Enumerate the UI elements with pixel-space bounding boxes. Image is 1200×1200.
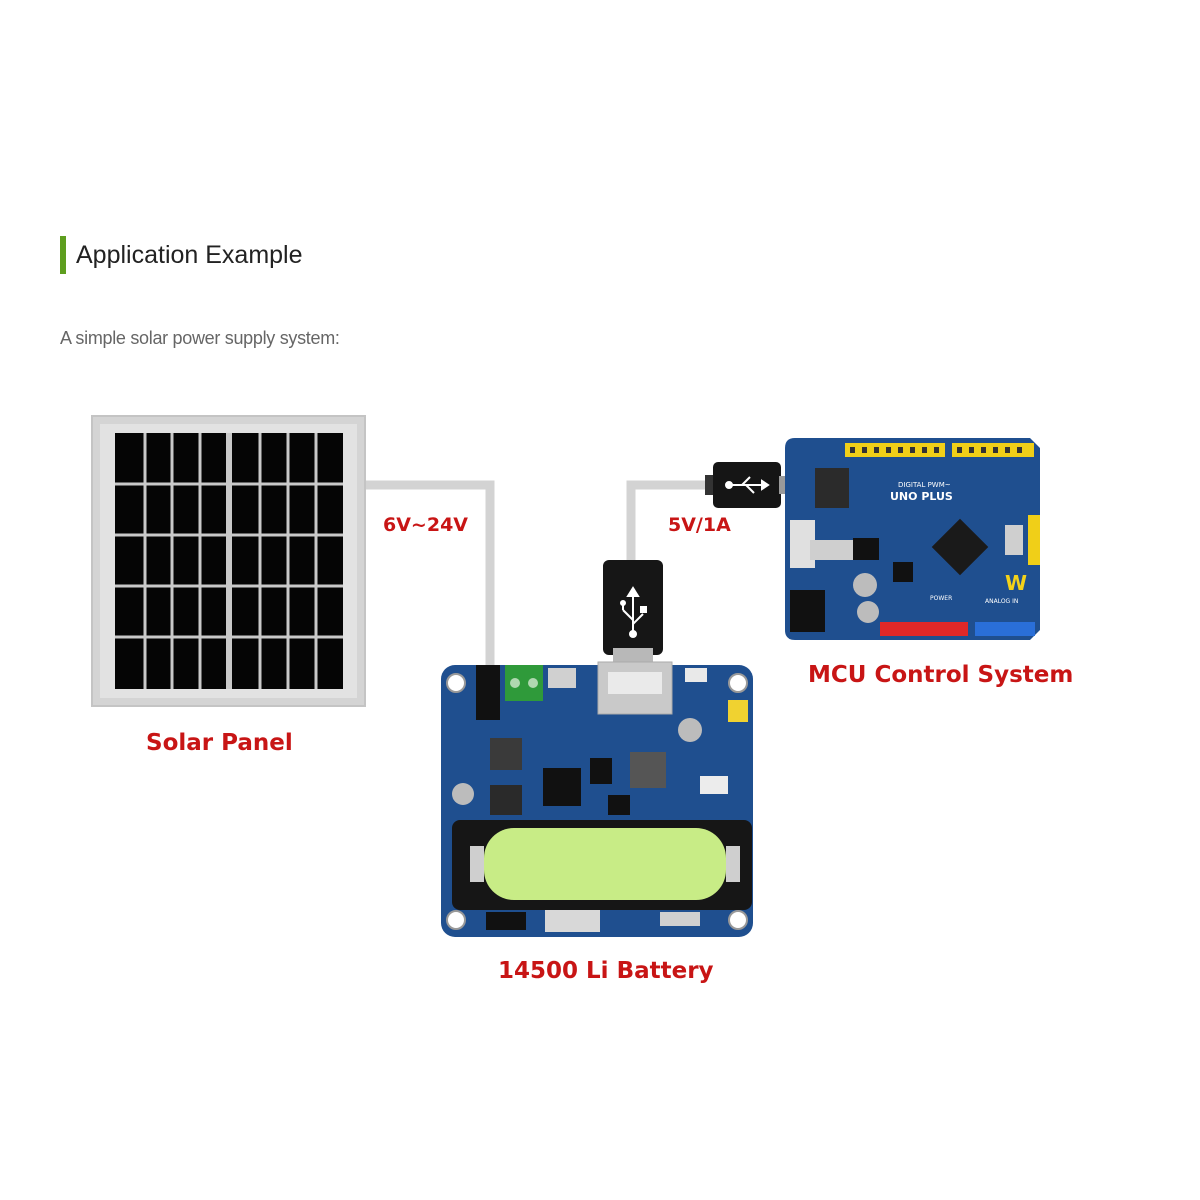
output-spec-label: 5V/1A (668, 514, 731, 536)
micro-usb-plug (705, 462, 789, 508)
board-analog-label: ANALOG IN (985, 598, 1018, 605)
output-cable (626, 480, 708, 560)
subtitle: A simple solar power supply system: (60, 328, 340, 348)
input-voltage-label: 6V~24V (383, 514, 468, 536)
heading-accent-bar (60, 236, 66, 274)
ws-logo-icon: W (1005, 571, 1027, 595)
mcu-board: W DIGITAL PWM~ UNO PLUS POWER ANALOG IN (785, 438, 1040, 640)
board-power-label: POWER (930, 595, 952, 602)
board-uno-label: UNO PLUS (890, 490, 953, 503)
usb-plug (603, 560, 663, 666)
usb-icon (725, 476, 770, 494)
usb-icon (620, 586, 647, 638)
page-title: Application Example (76, 240, 303, 269)
mcu-label: MCU Control System (808, 662, 1074, 688)
input-cable (365, 480, 495, 670)
battery-label: 14500 Li Battery (498, 958, 714, 984)
solar-panel (91, 415, 366, 707)
svg-text:W: W (1005, 571, 1027, 595)
section-heading: Application Example (60, 236, 303, 274)
board-digital-label: DIGITAL PWM~ (898, 481, 951, 489)
solar-panel-label: Solar Panel (146, 730, 293, 756)
power-board (441, 661, 753, 937)
